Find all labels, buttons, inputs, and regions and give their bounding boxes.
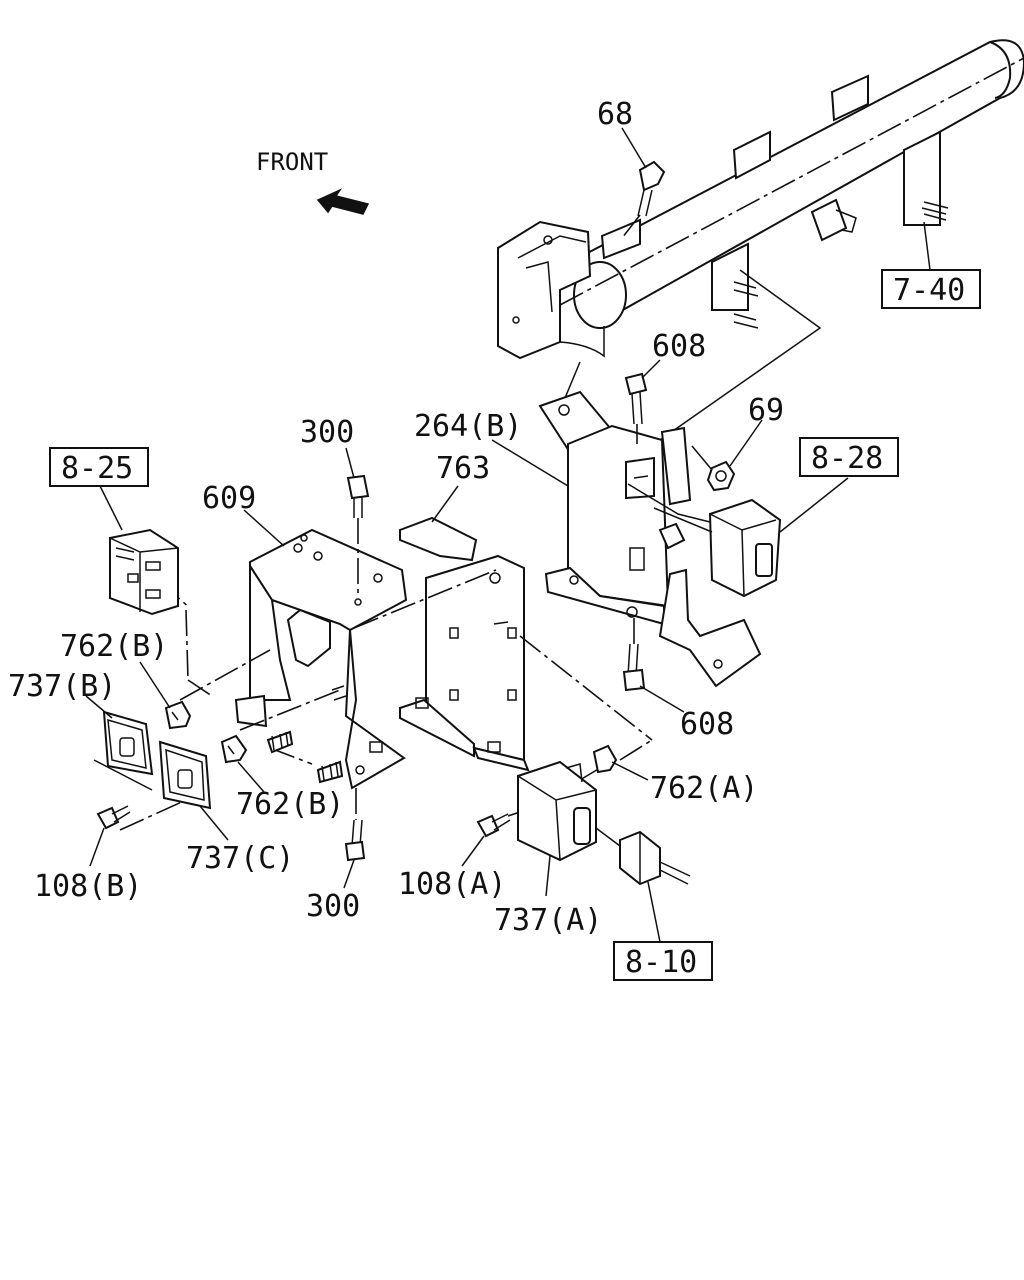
callout-737a: 737(A): [494, 903, 602, 938]
callout-264b: 264(B): [414, 409, 522, 444]
clip-762b-left: [164, 700, 192, 730]
relay-737b: [93, 710, 154, 791]
callout-300-top: 300: [300, 415, 354, 450]
clip-762a: [592, 744, 618, 774]
callout-labels: 68 608 69 264(B) 300 763 609 608 762(A) …: [8, 97, 784, 938]
callout-762a: 762(A): [650, 771, 758, 806]
clip-762b-mid: [220, 734, 248, 764]
screw-108b: [96, 805, 131, 830]
screws-near-609: [266, 730, 344, 784]
bolt-68: [621, 160, 666, 239]
reference-label-8-28: 8-28: [811, 441, 883, 476]
reference-box-8-10[interactable]: 8-10: [613, 941, 713, 981]
callout-68: 68: [597, 97, 633, 132]
front-arrow-icon: [316, 188, 370, 215]
callout-762b-left: 762(B): [60, 629, 168, 664]
relay-737c: [158, 740, 212, 810]
callout-108a: 108(A): [398, 867, 506, 902]
bracket-264b: [538, 390, 762, 688]
callout-737c: 737(C): [186, 841, 294, 876]
reference-box-8-25[interactable]: 8-25: [49, 447, 149, 487]
callout-608-bottom: 608: [680, 707, 734, 742]
callout-69: 69: [748, 393, 784, 428]
bolt-300-bottom: [344, 819, 366, 862]
module-8-28: [653, 498, 782, 598]
nut-69: [691, 445, 736, 492]
module-8-25: [99, 485, 179, 616]
relay-737a: [517, 760, 597, 862]
front-label: FRONT: [256, 148, 328, 176]
reference-box-7-40[interactable]: 7-40: [881, 269, 981, 309]
front-direction-indicator: FRONT: [256, 148, 370, 215]
reference-label-8-25: 8-25: [61, 451, 133, 486]
callout-609: 609: [202, 481, 256, 516]
reference-box-8-28[interactable]: 8-28: [799, 437, 899, 477]
bolt-300-top: [346, 474, 370, 598]
bolt-608-top: [624, 372, 648, 444]
cross-member-tube: [497, 39, 1024, 441]
callout-763: 763: [436, 451, 490, 486]
callout-608-top: 608: [652, 329, 706, 364]
reference-label-7-40: 7-40: [893, 273, 965, 308]
bracket-609: [234, 528, 408, 790]
callout-300-bottom: 300: [306, 889, 360, 924]
reference-label-8-10: 8-10: [625, 945, 697, 980]
connector-8-10: [595, 827, 691, 886]
callout-737b: 737(B): [8, 669, 116, 704]
callout-108b: 108(B): [34, 869, 142, 904]
bolt-608-bottom: [622, 618, 646, 692]
leader-lines: [85, 127, 931, 943]
screw-108a: [476, 813, 511, 838]
callout-762b-mid: 762(B): [236, 787, 344, 822]
bracket-763: [399, 516, 530, 772]
